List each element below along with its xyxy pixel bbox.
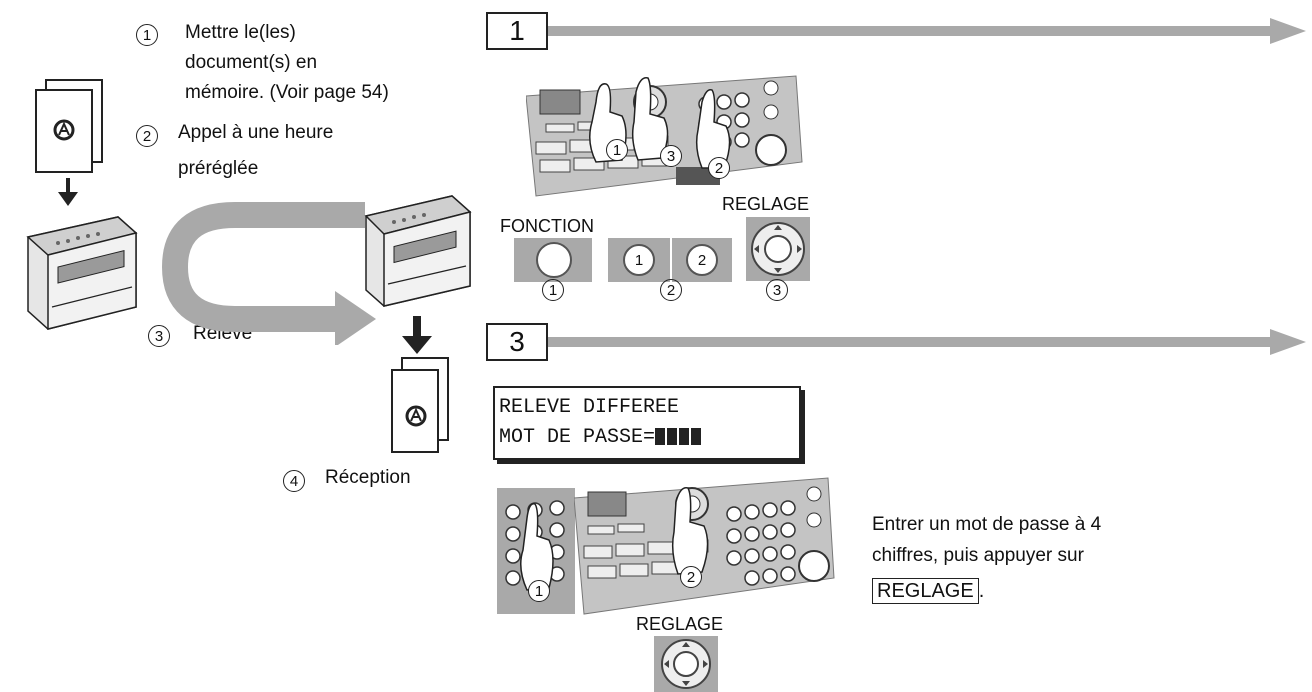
callout-1: 1 [542, 279, 564, 301]
left-step-1-number: 1 [136, 24, 158, 46]
lcd-line-2: MOT DE PASSE= [499, 423, 799, 456]
key-2[interactable]: 2 [686, 244, 718, 276]
key-1[interactable]: 1 [623, 244, 655, 276]
left-step-1-line-2: document(s) en [185, 52, 318, 73]
lcd-line-1: RELEVE DIFFEREE [499, 396, 680, 419]
control-panel-illustration [526, 75, 803, 197]
left-step-3-number: 3 [148, 325, 170, 347]
step-1-box: 1 [486, 12, 548, 50]
instruction-line-1: Entrer un mot de passe à 4 [872, 514, 1102, 535]
key-label-reglage-2: REGLAGE [636, 614, 724, 634]
hand-callout-1: 1 [606, 139, 628, 161]
down-arrow-icon-2 [402, 316, 432, 354]
hand-callout-3-2: 2 [680, 566, 702, 588]
hand-callout-3: 3 [660, 145, 682, 167]
left-step-2-number: 2 [136, 125, 158, 147]
lcd-line-2-text: MOT DE PASSE= [499, 426, 656, 449]
hand-callout-2: 2 [708, 157, 730, 179]
step-1-arrow-icon [548, 18, 1306, 44]
instruction-line-2: chiffres, puis appuyer sur [872, 545, 1084, 566]
left-step-2-line-2: préréglée [178, 158, 259, 179]
remote-fax-machine-icon [364, 195, 472, 307]
control-panel-illustration-2 [574, 477, 835, 615]
key-label-fonction: FONCTION [500, 216, 594, 236]
down-arrow-icon [58, 178, 78, 206]
callout-3: 3 [766, 279, 788, 301]
instruction-period: . [978, 580, 985, 602]
hand-callout-3-1: 1 [528, 580, 550, 602]
reglage-key-icon-2[interactable] [654, 636, 718, 692]
fonction-key[interactable] [536, 242, 572, 278]
number-keys-box: 1 2 [608, 238, 732, 282]
key-label-reglage: REGLAGE [722, 194, 810, 214]
lcd-display: RELEVE DIFFEREE MOT DE PASSE= [493, 386, 801, 460]
received-document-stack-icon [391, 357, 449, 453]
callout-2: 2 [660, 279, 682, 301]
left-step-4-number: 4 [283, 470, 305, 492]
instruction-key-reglage: REGLAGE [872, 578, 979, 604]
left-step-1-line-1: Mettre le(les) [185, 22, 296, 43]
fax-machine-icon [26, 216, 138, 330]
left-step-1-line-3: mémoire. (Voir page 54) [185, 82, 389, 103]
left-step-4-label: Réception [325, 467, 411, 488]
document-stack-icon [35, 79, 103, 173]
left-step-2-line-1: Appel à une heure [178, 122, 334, 143]
instruction-key-row: REGLAGE. [872, 578, 984, 604]
password-mask [655, 426, 702, 456]
step-3-box: 3 [486, 323, 548, 361]
polling-curved-arrow-icon [161, 202, 376, 345]
fonction-key-box [514, 238, 592, 282]
reglage-key-icon[interactable] [746, 217, 810, 281]
step-3-arrow-icon [548, 329, 1306, 355]
